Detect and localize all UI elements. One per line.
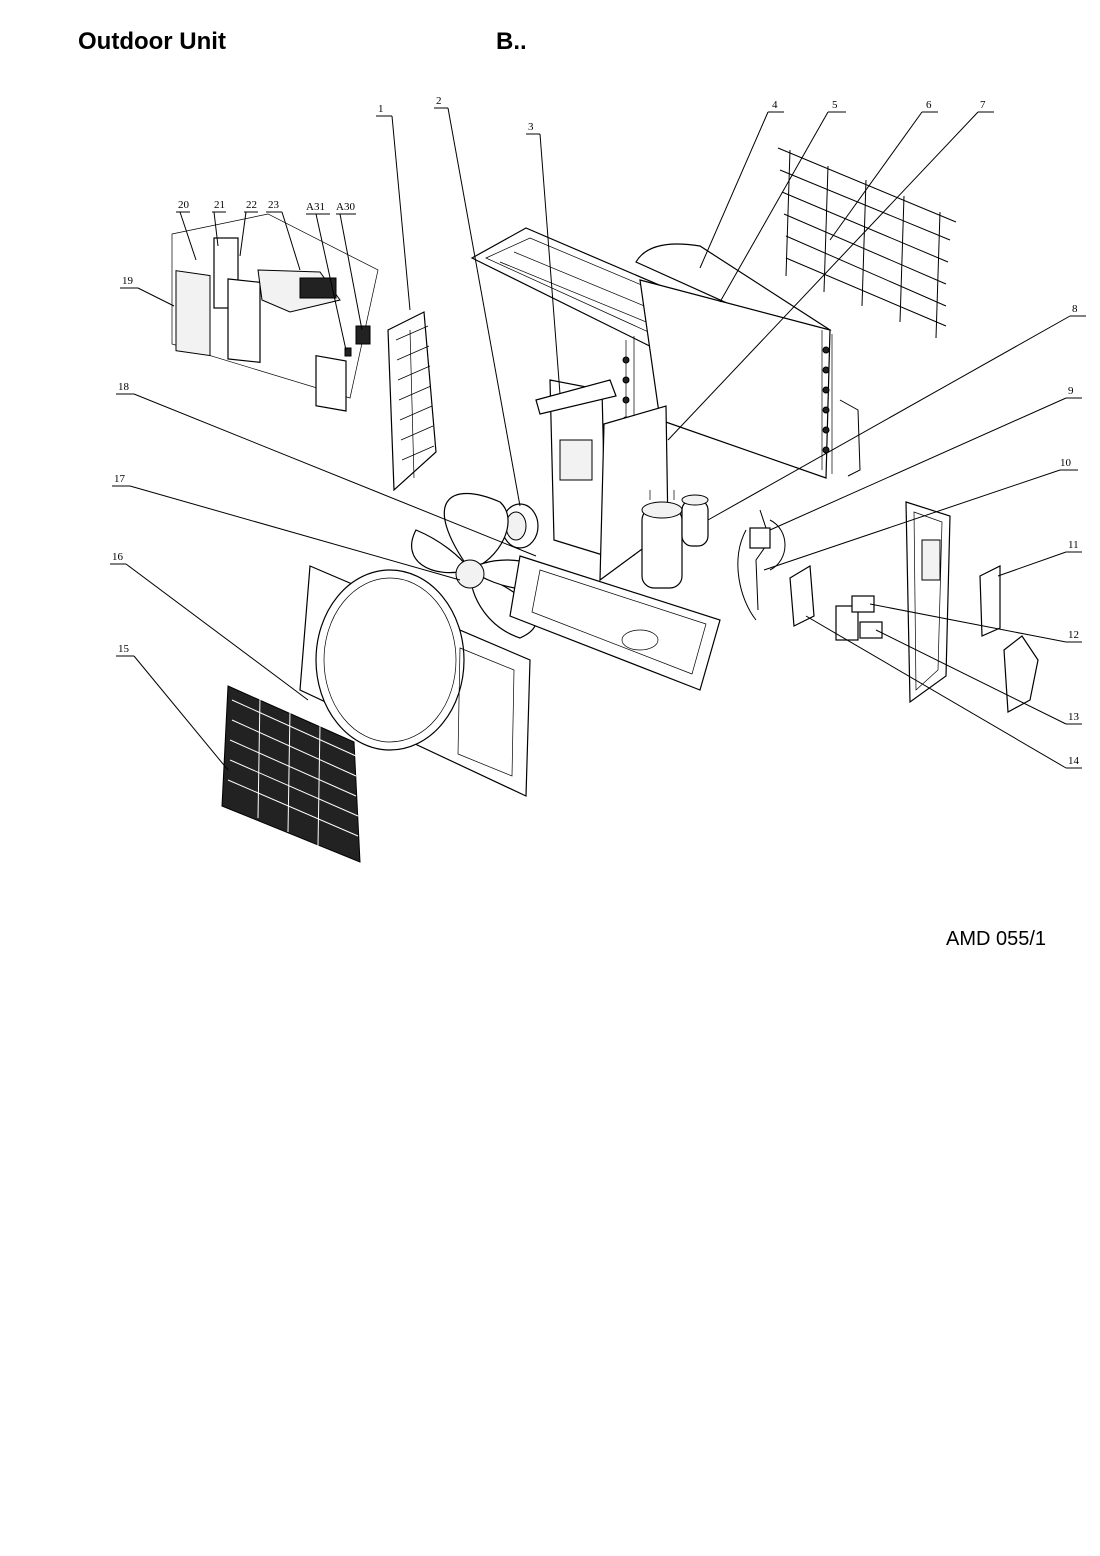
front-panel	[299, 565, 531, 797]
stop-valves	[835, 595, 883, 641]
callout-3: 3	[528, 121, 534, 133]
callout-21: 21	[214, 199, 225, 211]
callout-17: 17	[114, 473, 126, 485]
electrical-cover-plate	[789, 564, 815, 627]
callout-8: 8	[1072, 303, 1078, 315]
callout-23: 23	[268, 199, 280, 211]
model-variant: B..	[496, 28, 527, 55]
callout-18: 18	[118, 381, 130, 393]
exploded-view-diagram: 1 2 3 4 5 6 7 8 9 10 11 12 13 14 15 16 1…	[110, 95, 1086, 863]
callout-22: 22	[246, 199, 257, 211]
compressor	[641, 490, 709, 589]
document-reference: AMD 055/1	[946, 928, 1047, 950]
control-box-assembly	[171, 213, 379, 412]
callout-9: 9	[1068, 385, 1074, 397]
callout-10: 10	[1060, 457, 1072, 469]
motor-bracket	[535, 379, 617, 557]
front-discharge-grille	[221, 685, 361, 863]
base-plate	[509, 555, 721, 691]
right-side-panel	[905, 501, 951, 704]
rear-wire-guard	[777, 147, 957, 339]
callout-16: 16	[112, 551, 124, 563]
callout-11: 11	[1068, 539, 1079, 551]
callout-2: 2	[436, 95, 442, 107]
callout-14: 14	[1068, 755, 1080, 767]
side-grille-panel	[387, 311, 437, 492]
callout-labels: 1 2 3 4 5 6 7 8 9 10 11 12 13 14 15 16 1…	[112, 95, 1080, 767]
callout-15: 15	[118, 643, 130, 655]
callout-20: 20	[178, 199, 190, 211]
callout-19: 19	[122, 275, 134, 287]
callout-a31: A31	[306, 201, 325, 213]
callout-1: 1	[378, 103, 384, 115]
fan-motor	[501, 503, 539, 549]
callout-13: 13	[1068, 711, 1080, 723]
terminal-cover	[1003, 635, 1039, 713]
page-title: Outdoor Unit	[78, 28, 226, 55]
leader-lines	[110, 107, 1086, 771]
callout-4: 4	[772, 99, 778, 111]
handle	[979, 565, 1001, 637]
callout-6: 6	[926, 99, 932, 111]
callout-a30: A30	[336, 201, 355, 213]
callout-12: 12	[1068, 629, 1079, 641]
callout-5: 5	[832, 99, 838, 111]
callout-7: 7	[980, 99, 986, 111]
